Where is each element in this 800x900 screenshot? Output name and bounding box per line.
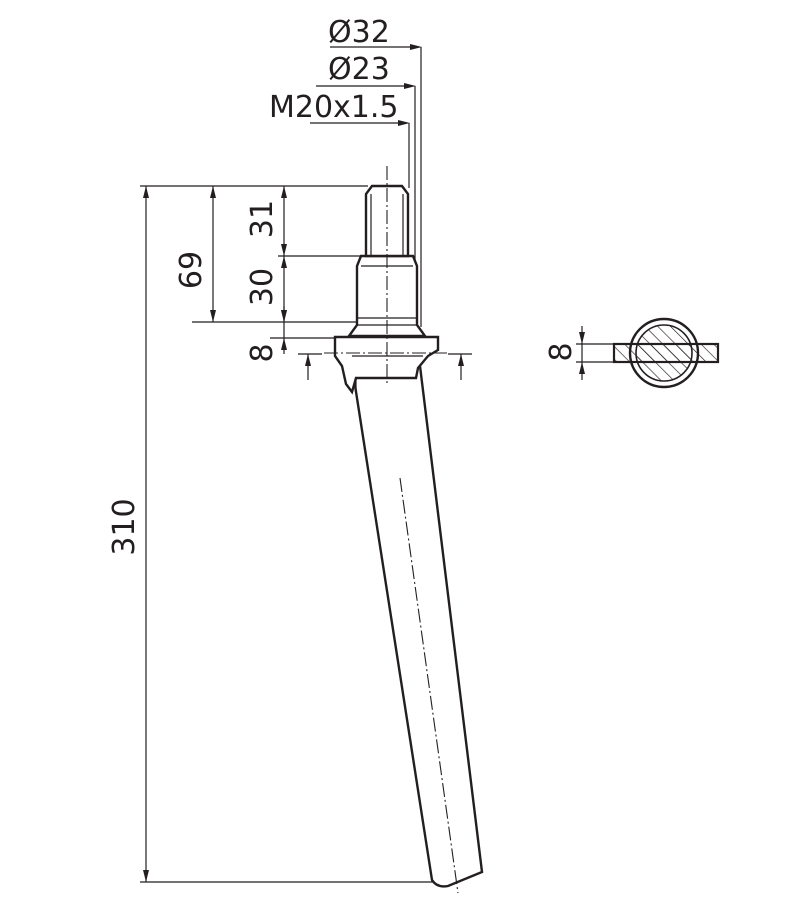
shaft-centerline xyxy=(399,477,459,894)
section-blade xyxy=(612,342,720,364)
shank-length-label: 30 xyxy=(245,268,280,306)
section-markers xyxy=(298,353,472,380)
overall-length-label: 310 xyxy=(107,498,142,555)
tine-shaft xyxy=(350,364,484,888)
overall-length-dimension: 310 xyxy=(107,186,149,882)
diameter-callouts: Ø32 Ø23 M20x1.5 xyxy=(269,15,422,327)
thread-callout: M20x1.5 xyxy=(269,90,410,188)
collar-thickness-label: 8 xyxy=(245,343,280,362)
section-thickness-label: 8 xyxy=(544,342,579,361)
thread-label: M20x1.5 xyxy=(269,90,399,125)
collar-thickness-dimension: 8 xyxy=(245,306,287,363)
thread-length-label: 31 xyxy=(245,200,280,238)
upper-length-dimension: 69 xyxy=(174,186,216,322)
shank-section xyxy=(346,254,428,338)
thread-length-dimension: 31 xyxy=(245,186,287,256)
upper-length-label: 69 xyxy=(174,251,209,289)
extension-lines xyxy=(140,185,438,883)
cross-section-view: 8 xyxy=(544,317,720,389)
tine-body xyxy=(324,166,484,894)
inner-diameter-label: Ø23 xyxy=(328,52,390,87)
outer-diameter-callout: Ø32 xyxy=(328,15,422,327)
inner-diameter-callout: Ø23 xyxy=(316,52,416,262)
shank-length-dimension: 30 xyxy=(245,256,287,322)
outer-diameter-label: Ø32 xyxy=(328,15,390,50)
